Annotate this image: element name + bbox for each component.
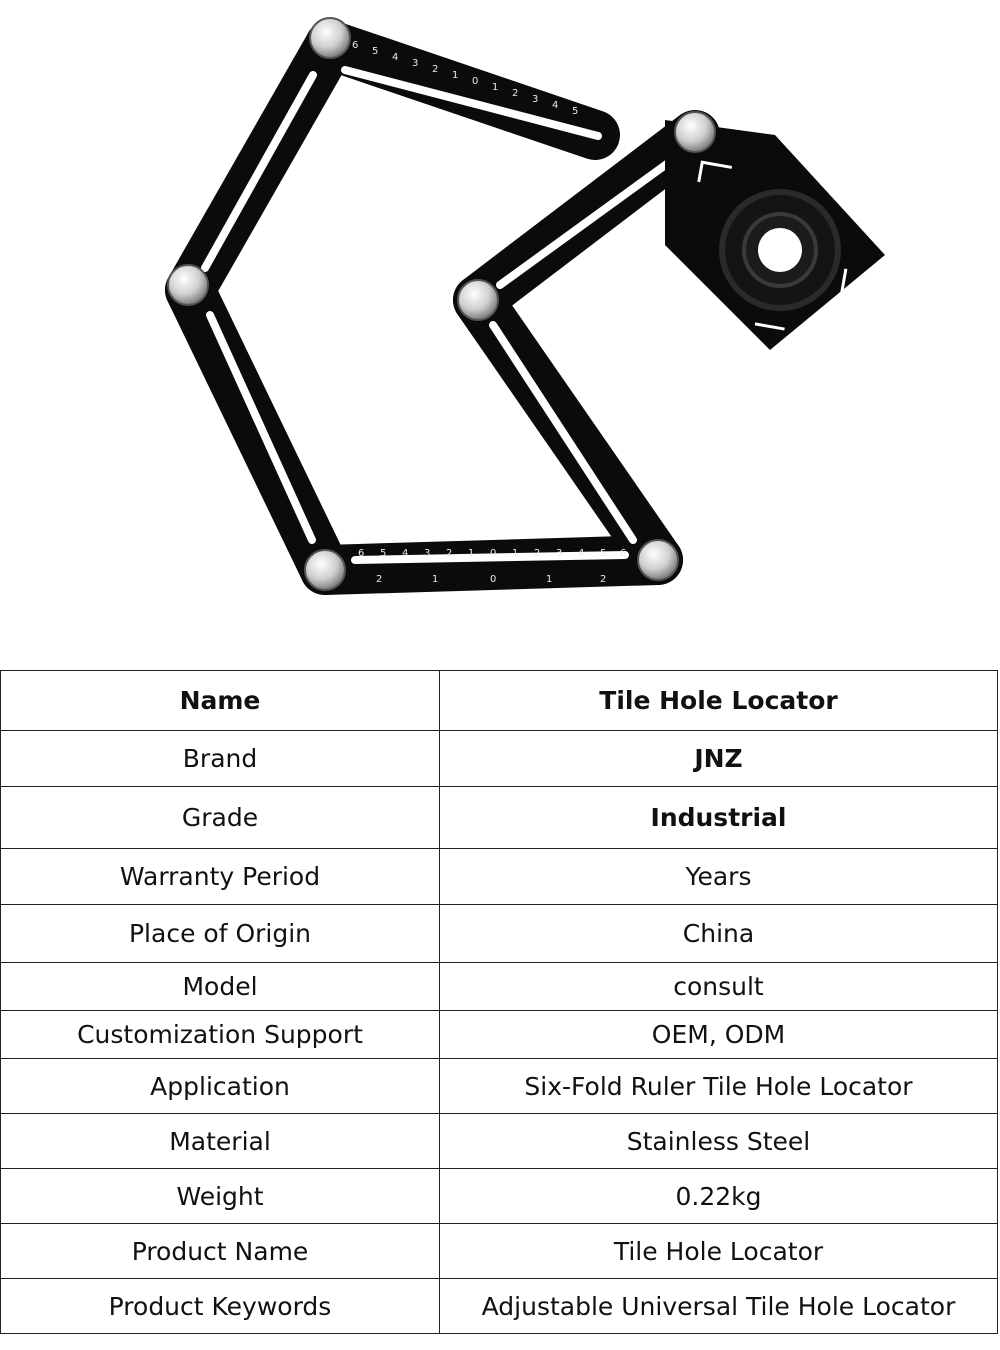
table-row: Customization Support OEM, ODM [0, 1010, 998, 1059]
scale-3: 3 [412, 58, 418, 69]
table-row: Weight 0.22kg [0, 1168, 998, 1224]
table-cell-key: Product Keywords [0, 1278, 440, 1334]
table-header-row: Name Tile Hole Locator [0, 670, 998, 731]
table-row: Material Stainless Steel [0, 1113, 998, 1169]
ruler-scale-bottom: 6 5 4 3 2 1 0 1 2 3 4 5 6 2 1 0 1 2 [358, 548, 626, 585]
scale-4b: 4 [552, 100, 558, 111]
bscale-3: 3 [424, 548, 430, 559]
table-row: Model consult [0, 962, 998, 1011]
product-photo: 6 5 4 3 2 1 0 1 2 3 4 5 6 5 4 3 2 1 0 1 … [165, 17, 885, 595]
table-row: Place of Origin China [0, 904, 998, 963]
bsub-1b: 1 [546, 574, 552, 585]
bscale-6b: 6 [620, 548, 626, 559]
bscale-5: 5 [380, 548, 386, 559]
bscale-2b: 2 [534, 548, 540, 559]
scale-6: 6 [352, 40, 358, 51]
table-cell-key: Grade [0, 786, 440, 849]
table-cell-key: Product Name [0, 1223, 440, 1279]
bscale-4: 4 [402, 548, 408, 559]
table-cell-value: Six-Fold Ruler Tile Hole Locator [439, 1058, 998, 1114]
table-cell-value: JNZ [439, 730, 998, 787]
table-cell-value: Tile Hole Locator [439, 1223, 998, 1279]
table-row: Warranty Period Years [0, 848, 998, 905]
table-cell-key: Warranty Period [0, 848, 440, 905]
bscale-5b: 5 [600, 548, 606, 559]
bscale-0: 0 [490, 548, 496, 559]
ruler-scale: 6 5 4 3 2 1 0 1 2 3 4 5 [352, 40, 578, 117]
table-cell-key: Name [0, 670, 440, 731]
table-cell-value: Stainless Steel [439, 1113, 998, 1169]
table-cell-key: Material [0, 1113, 440, 1169]
table-row: Application Six-Fold Ruler Tile Hole Loc… [0, 1058, 998, 1114]
knob-icon [167, 264, 209, 306]
table-row: Grade Industrial [0, 786, 998, 849]
knob-icon [457, 279, 499, 321]
table-row: Product Name Tile Hole Locator [0, 1223, 998, 1279]
scale-4: 4 [392, 52, 398, 63]
table-cell-value: Adjustable Universal Tile Hole Locator [439, 1278, 998, 1334]
knob-icon [637, 539, 679, 581]
table-row: Brand JNZ [0, 730, 998, 787]
scale-2b: 2 [512, 88, 518, 99]
bscale-6: 6 [358, 548, 364, 559]
table-cell-value: OEM, ODM [439, 1010, 998, 1059]
bscale-3b: 3 [556, 548, 562, 559]
table-cell-value: Years [439, 848, 998, 905]
bsub-0: 0 [490, 574, 496, 585]
scale-1b: 1 [492, 82, 498, 93]
table-cell-key: Customization Support [0, 1010, 440, 1059]
scale-5b: 5 [572, 106, 578, 117]
bsub-2b: 2 [600, 574, 606, 585]
bsub-1: 1 [432, 574, 438, 585]
ruler-arms [165, 20, 720, 595]
table-row: Product Keywords Adjustable Universal Ti… [0, 1278, 998, 1334]
table-cell-value: Tile Hole Locator [439, 670, 998, 731]
scale-1: 1 [452, 70, 458, 81]
scale-2: 2 [432, 64, 438, 75]
knob-icon [674, 111, 716, 153]
knob-icon [304, 549, 346, 591]
table-cell-value: Industrial [439, 786, 998, 849]
bsub-2: 2 [376, 574, 382, 585]
table-cell-value: China [439, 904, 998, 963]
table-cell-key: Application [0, 1058, 440, 1114]
scale-3b: 3 [532, 94, 538, 105]
spec-table: Name Tile Hole Locator Brand JNZ Grade I… [0, 670, 998, 1334]
bscale-2: 2 [446, 548, 452, 559]
knob-icon [309, 17, 351, 59]
pivot-knobs [167, 17, 716, 591]
table-cell-value: 0.22kg [439, 1168, 998, 1224]
bscale-1: 1 [468, 548, 474, 559]
table-cell-key: Weight [0, 1168, 440, 1224]
bscale-1b: 1 [512, 548, 518, 559]
table-cell-value: consult [439, 962, 998, 1011]
table-cell-key: Model [0, 962, 440, 1011]
bscale-4b: 4 [578, 548, 584, 559]
hole-icon [758, 228, 802, 272]
locator-plate [665, 120, 885, 350]
scale-0: 0 [472, 76, 478, 87]
scale-5: 5 [372, 46, 378, 57]
table-cell-key: Place of Origin [0, 904, 440, 963]
table-cell-key: Brand [0, 730, 440, 787]
